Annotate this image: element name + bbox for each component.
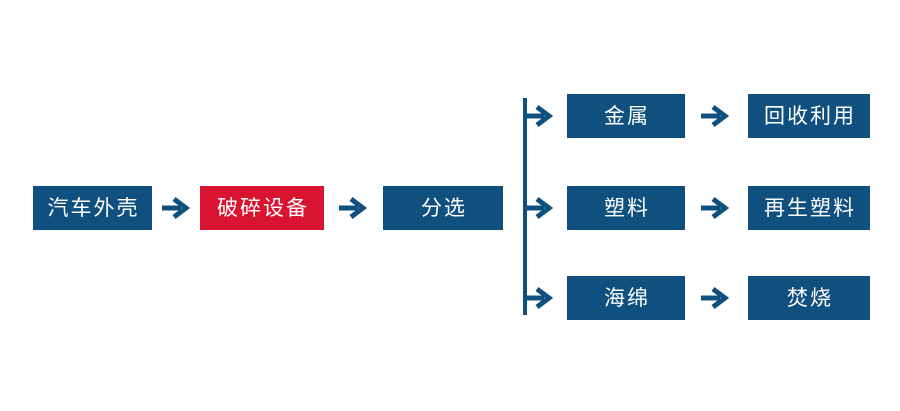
arrow-right-icon (525, 197, 553, 219)
node-metal: 金属 (567, 94, 685, 138)
node-recycled-plastic: 再生塑料 (748, 186, 870, 230)
node-recycling-reuse: 回收利用 (748, 94, 870, 138)
arrow-right-icon (701, 197, 729, 219)
node-incineration: 焚烧 (748, 276, 870, 320)
arrow-right-icon (701, 287, 729, 309)
node-car-shell: 汽车外壳 (33, 186, 152, 230)
arrow-right-icon (525, 287, 553, 309)
node-crushing-equipment: 破碎设备 (200, 186, 324, 230)
arrow-right-icon (701, 105, 729, 127)
arrow-right-icon (339, 197, 367, 219)
node-sorting: 分选 (383, 186, 503, 230)
arrow-right-icon (525, 105, 553, 127)
node-sponge: 海绵 (567, 276, 685, 320)
arrow-right-icon (162, 197, 190, 219)
node-plastic: 塑料 (567, 186, 685, 230)
